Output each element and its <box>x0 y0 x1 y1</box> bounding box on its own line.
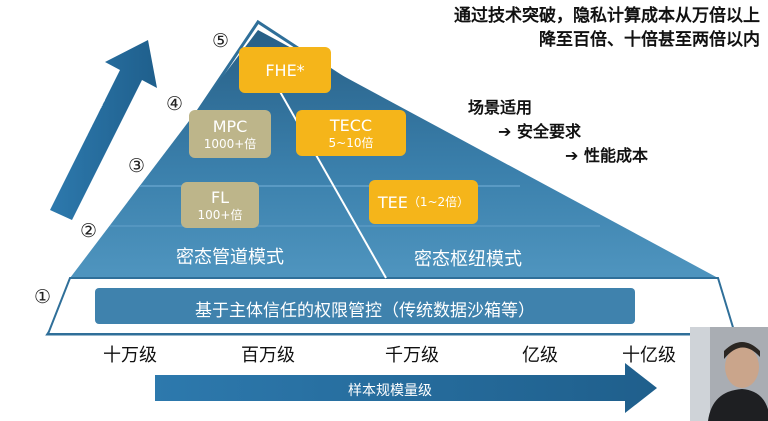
tee-cost: （1~2倍） <box>407 195 470 209</box>
fhe-box: FHE* <box>239 47 331 93</box>
mpc-cost: 1000+倍 <box>203 136 257 151</box>
hub-mode-label: 密态枢纽模式 <box>414 249 522 270</box>
headline: 通过技术突破，隐私计算成本从万倍以上 降至百倍、十倍甚至两倍以内 <box>400 4 760 52</box>
tecc-box: TECC 5~10倍 <box>296 110 406 156</box>
scale-arrow <box>155 363 657 413</box>
scale-1b: 十亿级 <box>622 345 676 366</box>
scale-1m: 百万级 <box>241 345 295 366</box>
fl-label: FL <box>210 187 230 207</box>
scene-title: 场景适用 <box>468 98 533 117</box>
level-1: ① <box>34 286 52 308</box>
tee-box: TEE （1~2倍） <box>369 180 478 224</box>
tecc-label: TECC <box>329 115 373 135</box>
scale-10m: 千万级 <box>385 345 439 366</box>
fl-cost: 100+倍 <box>197 207 243 222</box>
level-4: ④ <box>166 93 184 115</box>
level-3: ③ <box>128 155 146 177</box>
mpc-box: MPC 1000+倍 <box>189 110 271 158</box>
tecc-cost: 5~10倍 <box>328 135 374 150</box>
pipeline-mode-label: 密态管道模式 <box>176 247 284 268</box>
headline-line1: 通过技术突破，隐私计算成本从万倍以上 <box>454 6 760 26</box>
scale-arrow-label: 样本规模量级 <box>348 383 432 399</box>
scene-item-cost: ➔ 性能成本 <box>565 146 648 165</box>
scene-item-security: ➔ 安全要求 <box>498 122 581 141</box>
base-bar <box>95 288 635 324</box>
fhe-label: FHE* <box>265 60 305 80</box>
headline-line2: 降至百倍、十倍甚至两倍以内 <box>539 30 760 50</box>
level-2: ② <box>80 220 98 242</box>
tee-label: TEE <box>377 192 408 212</box>
presenter-webcam <box>690 327 768 421</box>
base-bar-label: 基于主体信任的权限管控（传统数据沙箱等） <box>195 301 535 321</box>
mpc-label: MPC <box>212 116 248 136</box>
mode-divider <box>261 59 387 279</box>
scale-100m: 亿级 <box>522 345 558 366</box>
level-5: ⑤ <box>212 30 230 52</box>
presenter-figure <box>690 327 768 421</box>
scale-100k: 十万级 <box>103 345 157 366</box>
security-arrow <box>50 40 157 220</box>
fl-box: FL 100+倍 <box>181 182 259 228</box>
